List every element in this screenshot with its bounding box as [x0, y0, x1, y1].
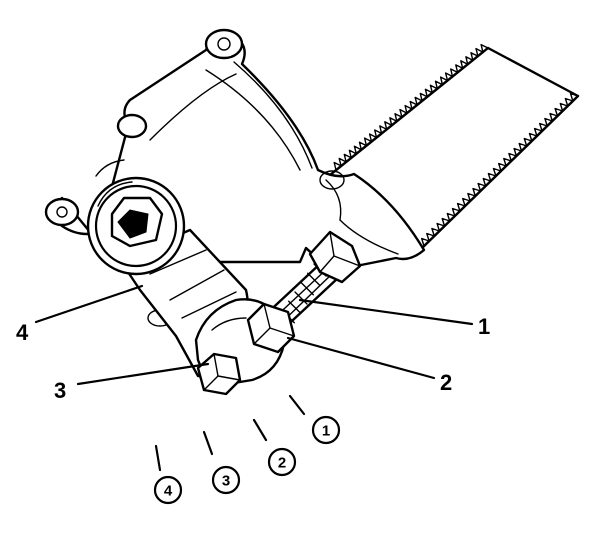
- sequence-marker-1: 1: [288, 394, 341, 445]
- sequence-label-2: 2: [278, 455, 286, 472]
- leader-line-2: [286, 336, 436, 380]
- callout-label-3: 3: [54, 378, 66, 403]
- sequence-circle-2: [267, 447, 297, 477]
- sequence-markers: 1 2 3 4: [153, 394, 341, 505]
- sequence-marker-3: 3: [202, 430, 241, 495]
- callout-labels: 1 2 3 4: [16, 314, 490, 403]
- leader-line-1: [298, 298, 474, 326]
- callout-label-1: 1: [478, 314, 490, 339]
- pitman-shaft-nut: [86, 176, 186, 276]
- callout-label-4: 4: [16, 320, 29, 345]
- callout-label-2: 2: [440, 370, 452, 395]
- sequence-circle-3: [211, 465, 241, 495]
- sequence-circle-1: [311, 415, 341, 445]
- sequence-circle-4: [153, 475, 183, 505]
- leader-line-4: [34, 284, 144, 324]
- sequence-marker-4: 4: [153, 444, 183, 505]
- puller-adjusting-nut: [246, 302, 296, 354]
- callout-leaders: [34, 284, 474, 386]
- sequence-label-3: 3: [222, 473, 230, 490]
- leader-line-3: [76, 362, 210, 386]
- sequence-label-4: 4: [164, 483, 173, 500]
- sequence-marker-2: 2: [252, 418, 297, 477]
- sequence-label-1: 1: [322, 423, 330, 440]
- serrated-rail: [328, 43, 580, 252]
